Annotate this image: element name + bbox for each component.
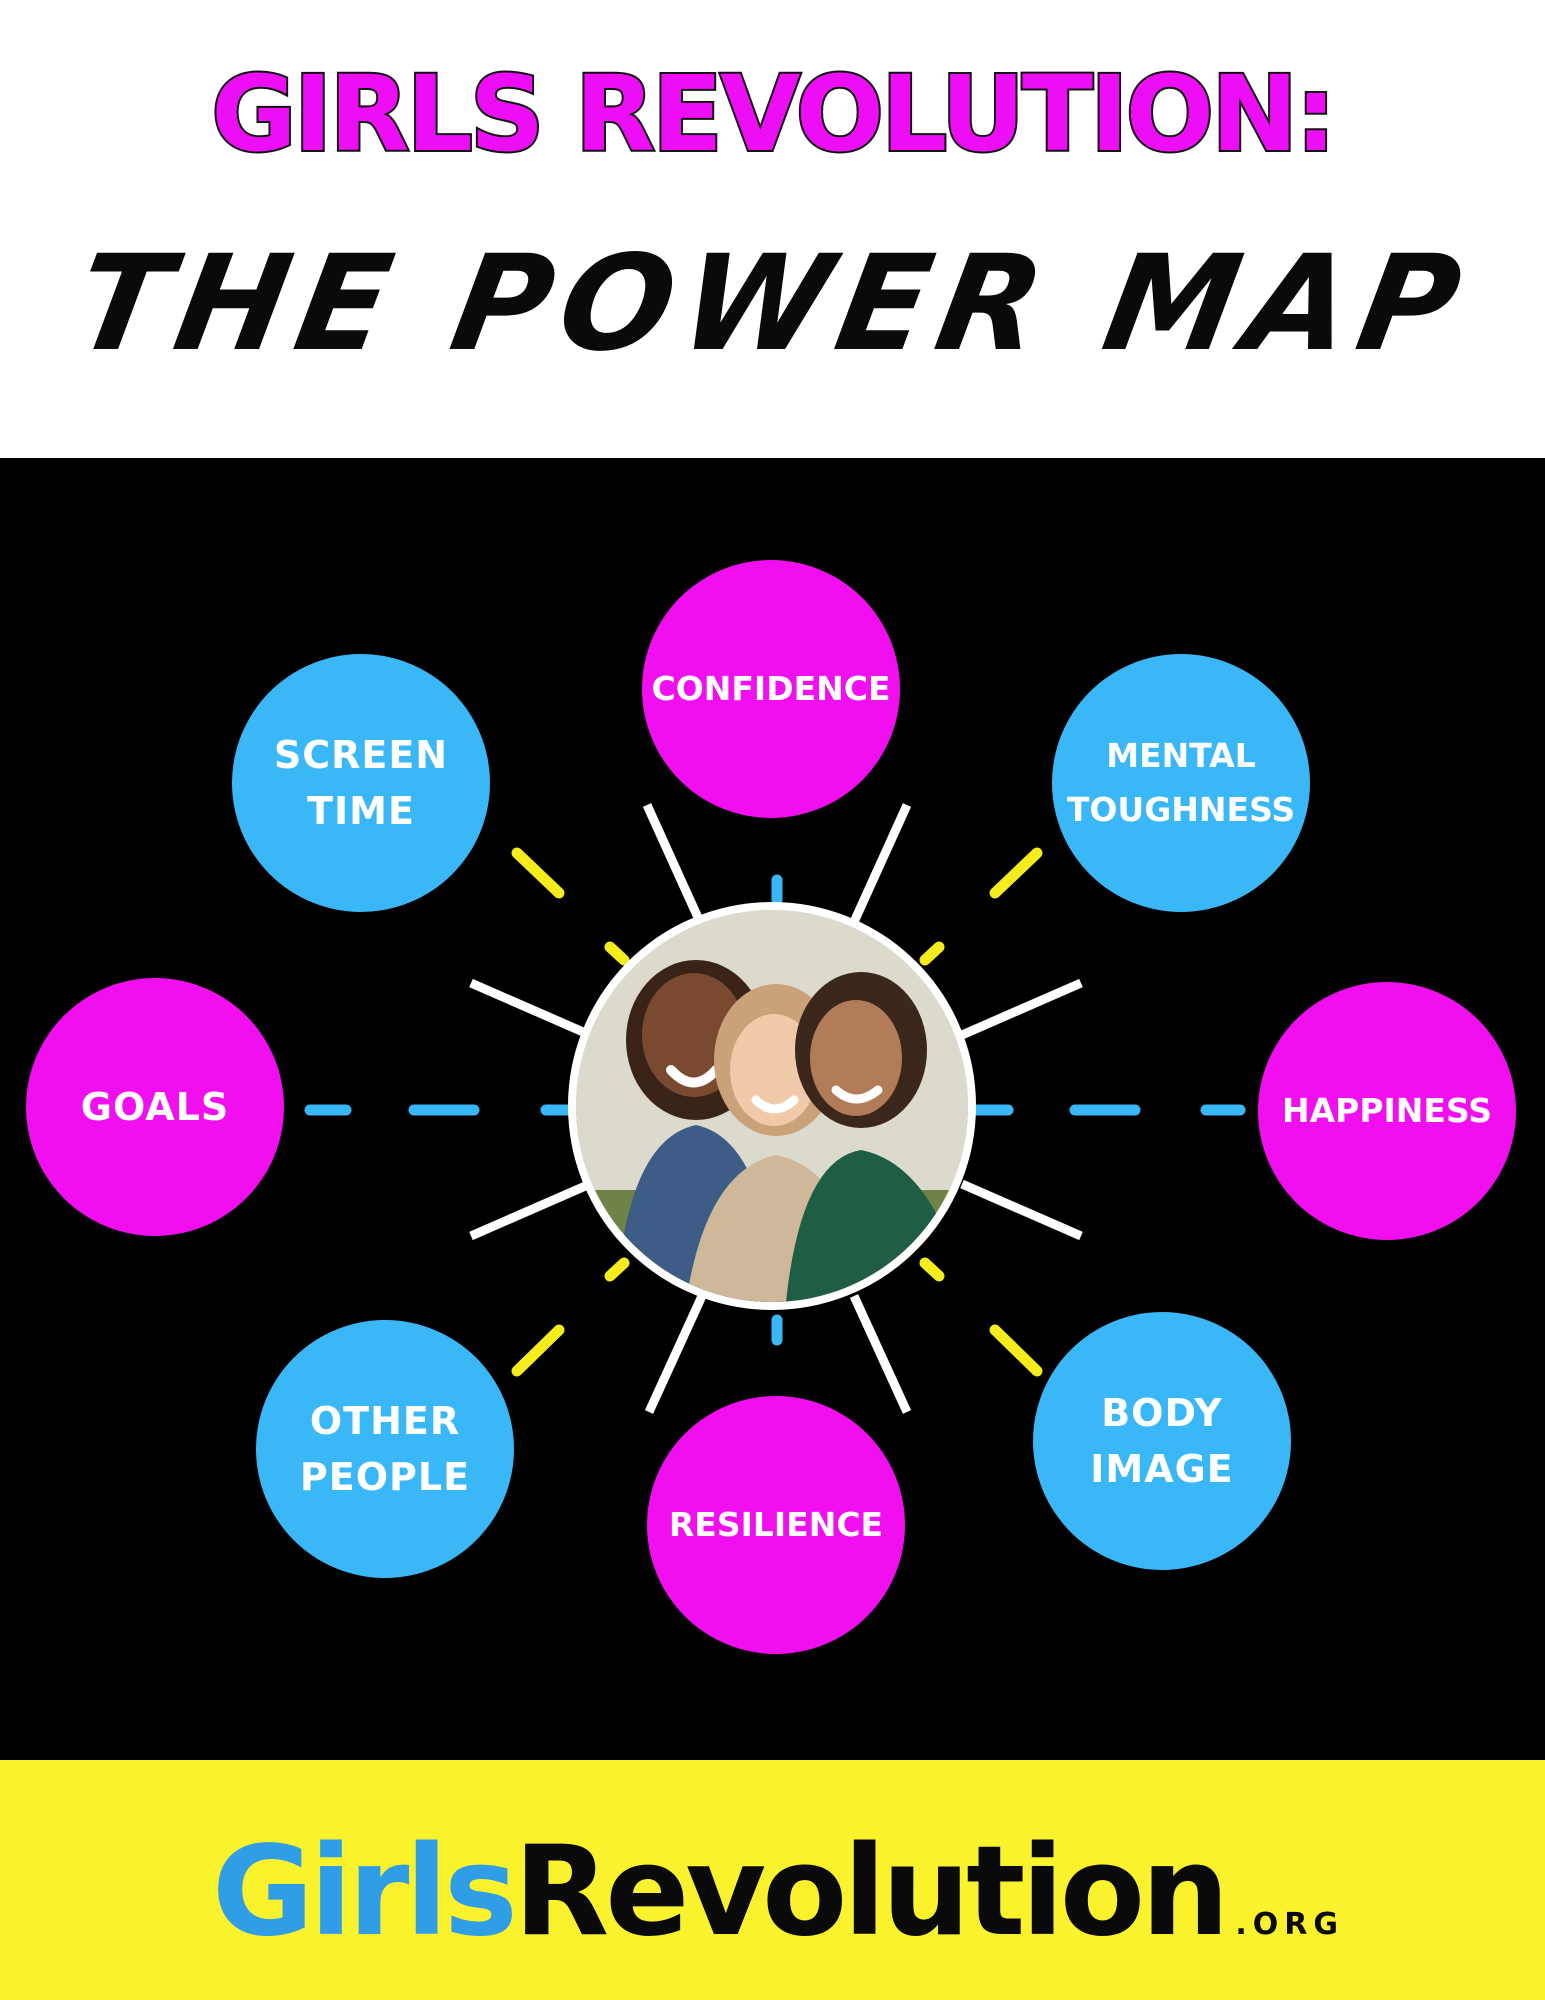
page-title: GIRLS REVOLUTION: xyxy=(209,51,1338,177)
yellow-dash xyxy=(919,941,945,966)
node-label: SCREEN TIME xyxy=(273,733,449,833)
node-happiness: HAPPINESS xyxy=(1258,982,1516,1240)
node-label: GOALS xyxy=(80,1085,230,1129)
node-screen-time: SCREEN TIME xyxy=(232,654,490,912)
node-other-people: OTHER PEOPLE xyxy=(256,1320,514,1578)
node-mental-toughness: MENTAL TOUGHNESS xyxy=(1052,654,1310,912)
yellow-dash xyxy=(989,847,1043,899)
girls-photo-image xyxy=(576,910,968,1302)
white-ray xyxy=(469,978,592,1040)
white-ray xyxy=(849,803,912,924)
white-ray xyxy=(469,1179,592,1241)
node-body-image: BODY IMAGE xyxy=(1033,1312,1291,1570)
logo-org-text: .ORG xyxy=(1235,1907,1345,1942)
node-confidence: CONFIDENCE xyxy=(642,560,900,818)
yellow-dash xyxy=(511,1324,565,1377)
center-photo xyxy=(568,902,976,1310)
footer: GirlsRevolution.ORG xyxy=(0,1760,1545,2000)
yellow-dash xyxy=(604,941,630,966)
white-ray xyxy=(644,1294,707,1414)
white-ray xyxy=(849,1294,912,1414)
node-goals: GOALS xyxy=(26,978,284,1236)
logo-revolution-text: Revolution xyxy=(513,1820,1230,1964)
header: GIRLS REVOLUTION: THE POWER MAP xyxy=(0,0,1545,458)
node-label: CONFIDENCE xyxy=(651,669,891,708)
node-label: RESILIENCE xyxy=(668,1505,884,1544)
node-label: BODY IMAGE xyxy=(1090,1391,1234,1491)
logo-girls-text: Girls xyxy=(212,1820,518,1964)
node-resilience: RESILIENCE xyxy=(647,1396,905,1654)
yellow-dash xyxy=(511,847,565,899)
node-label: OTHER PEOPLE xyxy=(299,1399,471,1499)
white-ray xyxy=(642,803,705,924)
yellow-dash xyxy=(989,1324,1043,1377)
node-label: MENTAL TOUGHNESS xyxy=(1066,736,1296,829)
yellow-dash xyxy=(919,1257,945,1282)
white-ray xyxy=(960,1179,1083,1241)
node-label: HAPPINESS xyxy=(1281,1091,1493,1130)
white-ray xyxy=(960,978,1083,1040)
girls-revolution-logo[interactable]: GirlsRevolution.ORG xyxy=(212,1820,1344,1964)
yellow-dash xyxy=(604,1257,630,1282)
